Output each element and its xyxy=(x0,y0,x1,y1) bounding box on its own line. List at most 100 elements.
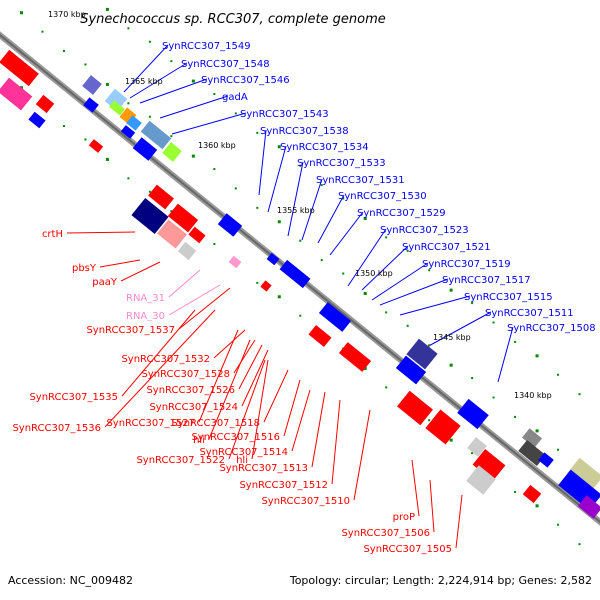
forward-gene-label[interactable]: SynRCC307_1505 xyxy=(363,544,452,555)
forward-gene-label[interactable]: RNA_30 xyxy=(126,311,165,322)
reverse-label-connector xyxy=(139,78,208,104)
gene-block[interactable] xyxy=(167,203,199,233)
gene-block[interactable] xyxy=(318,302,352,332)
reverse-label-connector xyxy=(361,245,409,291)
reverse-gene-label[interactable]: SynRCC307_1508 xyxy=(507,323,596,334)
gc-mark xyxy=(191,154,195,158)
forward-gene-label[interactable]: SynRCC307_1506 xyxy=(341,528,430,539)
reverse-gene-label[interactable]: SynRCC307_1531 xyxy=(316,175,405,186)
gc-mark xyxy=(471,452,474,455)
reverse-gene-label[interactable]: SynRCC307_1511 xyxy=(485,308,574,319)
forward-gene-label[interactable]: crtH xyxy=(42,229,63,240)
gene-block[interactable] xyxy=(120,125,136,139)
gc-mark xyxy=(148,115,151,118)
gc-mark xyxy=(535,354,539,358)
gene-block[interactable] xyxy=(0,49,39,87)
gene-block[interactable] xyxy=(425,409,461,445)
gc-mark xyxy=(492,321,495,324)
gene-block[interactable] xyxy=(140,120,172,150)
gene-block[interactable] xyxy=(131,198,169,234)
gene-block[interactable] xyxy=(188,226,206,244)
forward-gene-label[interactable]: hli xyxy=(236,455,248,466)
gene-block[interactable] xyxy=(126,115,142,131)
gene-block[interactable] xyxy=(266,252,280,266)
forward-gene-label[interactable]: SynRCC307_1528 xyxy=(141,369,230,380)
forward-gene-label[interactable]: SynRCC307_1510 xyxy=(261,496,350,507)
gene-block[interactable] xyxy=(82,75,102,95)
forward-gene-label[interactable]: SynRCC307_1532 xyxy=(121,354,210,365)
forward-gene-label[interactable]: SynRCC307_1535 xyxy=(29,392,118,403)
reverse-gene-label[interactable]: SynRCC307_1519 xyxy=(422,259,511,270)
gc-mark xyxy=(535,504,539,508)
reverse-gene-label[interactable]: SynRCC307_1530 xyxy=(338,191,427,202)
gene-track xyxy=(0,49,600,519)
reverse-gene-label[interactable]: SynRCC307_1515 xyxy=(464,292,553,303)
gene-block[interactable] xyxy=(28,111,46,129)
gene-block[interactable] xyxy=(522,428,542,448)
reverse-gene-label[interactable]: SynRCC307_1548 xyxy=(181,59,270,70)
forward-gene-label[interactable]: SynRCC307_1514 xyxy=(199,447,288,458)
reverse-label-connector xyxy=(497,326,514,383)
gene-block[interactable] xyxy=(109,100,125,116)
reverse-gene-label[interactable]: SynRCC307_1549 xyxy=(162,41,251,52)
gene-block[interactable] xyxy=(162,142,182,162)
reverse-gene-label[interactable]: SynRCC307_1543 xyxy=(240,109,329,120)
gene-block[interactable] xyxy=(577,495,600,519)
gene-block[interactable] xyxy=(457,398,489,430)
gc-mark xyxy=(84,63,87,66)
reverse-gene-label[interactable]: gadA xyxy=(222,92,248,103)
forward-gene-label[interactable]: SynRCC307_1522 xyxy=(136,455,225,466)
forward-gene-label[interactable]: SynRCC307_1526 xyxy=(146,385,235,396)
forward-gene-label[interactable]: SynRCC307_1518 xyxy=(171,418,260,429)
gene-block[interactable] xyxy=(88,139,104,153)
gene-block[interactable] xyxy=(148,184,174,210)
gene-block[interactable] xyxy=(395,355,427,385)
reverse-gene-label[interactable]: SynRCC307_1534 xyxy=(280,142,369,153)
forward-label-connector xyxy=(198,329,239,423)
forward-gene-label[interactable]: SynRCC307_1536 xyxy=(12,423,101,434)
gene-block[interactable] xyxy=(0,77,33,111)
gc-mark xyxy=(320,184,323,187)
gc-mark xyxy=(277,220,281,224)
forward-gene-label[interactable]: proP xyxy=(393,512,415,523)
reverse-gene-label[interactable]: SynRCC307_1521 xyxy=(402,242,491,253)
forward-gene-label[interactable]: SynRCC307_1513 xyxy=(219,463,308,474)
gene-block[interactable] xyxy=(397,390,433,426)
forward-gene-label[interactable]: SynRCC307_1537 xyxy=(86,325,175,336)
gene-block[interactable] xyxy=(157,219,187,249)
page-title: Synechococcus sp. RCC307, complete genom… xyxy=(80,12,386,27)
reverse-gene-label[interactable]: SynRCC307_1523 xyxy=(380,225,469,236)
reverse-gene-label[interactable]: SynRCC307_1517 xyxy=(442,275,531,286)
gene-block[interactable] xyxy=(132,137,158,161)
gene-block[interactable] xyxy=(567,457,600,493)
forward-gene-label[interactable]: SynRCC307_1516 xyxy=(191,432,280,443)
gene-block[interactable] xyxy=(466,465,496,495)
forward-gene-label[interactable]: paaY xyxy=(92,277,118,288)
reverse-label-connector xyxy=(371,262,429,301)
gene-block[interactable] xyxy=(260,280,272,292)
reverse-gene-label[interactable]: SynRCC307_1538 xyxy=(260,126,349,137)
gene-block[interactable] xyxy=(177,241,197,261)
forward-gene-label[interactable]: SynRCC307_1527 xyxy=(106,418,195,429)
forward-gene-label[interactable]: RNA_31 xyxy=(126,293,165,304)
gene-block[interactable] xyxy=(83,97,99,113)
forward-gene-label[interactable]: pbsY xyxy=(72,263,97,274)
gene-block[interactable] xyxy=(35,94,55,114)
forward-gene-label[interactable]: SynRCC307_1524 xyxy=(149,402,238,413)
gene-block[interactable] xyxy=(522,484,542,504)
gene-block[interactable] xyxy=(217,213,243,237)
gene-block[interactable] xyxy=(538,452,554,468)
reverse-gene-label[interactable]: SynRCC307_1546 xyxy=(201,75,290,86)
forward-gene-label[interactable]: hli xyxy=(193,435,205,446)
gene-block[interactable] xyxy=(308,325,332,347)
gc-mark xyxy=(191,79,195,83)
reverse-gene-label[interactable]: SynRCC307_1533 xyxy=(297,158,386,169)
reverse-gene-label[interactable]: SynRCC307_1529 xyxy=(357,208,446,219)
gene-block[interactable] xyxy=(406,338,438,370)
gene-block[interactable] xyxy=(228,255,242,269)
gene-block[interactable] xyxy=(338,342,372,372)
gene-block[interactable] xyxy=(472,449,506,481)
forward-gene-label[interactable]: SynRCC307_1512 xyxy=(239,480,328,491)
gene-block[interactable] xyxy=(279,259,311,289)
gene-block[interactable] xyxy=(467,437,487,457)
